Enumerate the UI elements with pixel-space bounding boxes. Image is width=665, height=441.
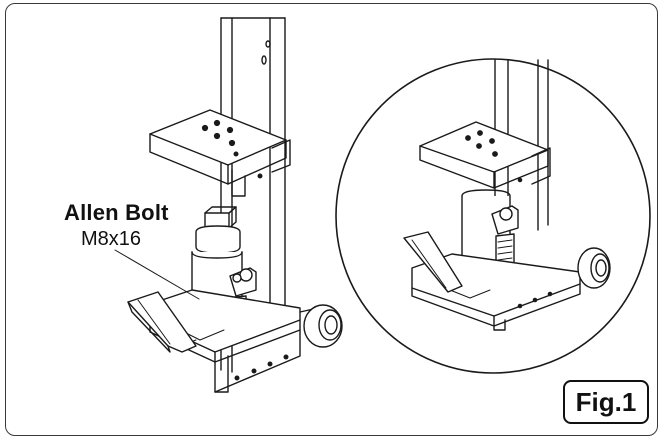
main-assembly	[114, 17, 343, 393]
figure-frame	[5, 3, 658, 436]
detail-view	[335, 58, 651, 374]
bolt-size-label: M8x16	[81, 228, 142, 250]
figure-label: Fig.1	[563, 380, 649, 424]
allen-bolt-label: Allen Bolt	[64, 200, 169, 225]
saddle-plate	[149, 109, 291, 197]
wheel	[299, 304, 343, 348]
callout-leader	[114, 249, 200, 300]
handle-socket	[127, 291, 197, 353]
